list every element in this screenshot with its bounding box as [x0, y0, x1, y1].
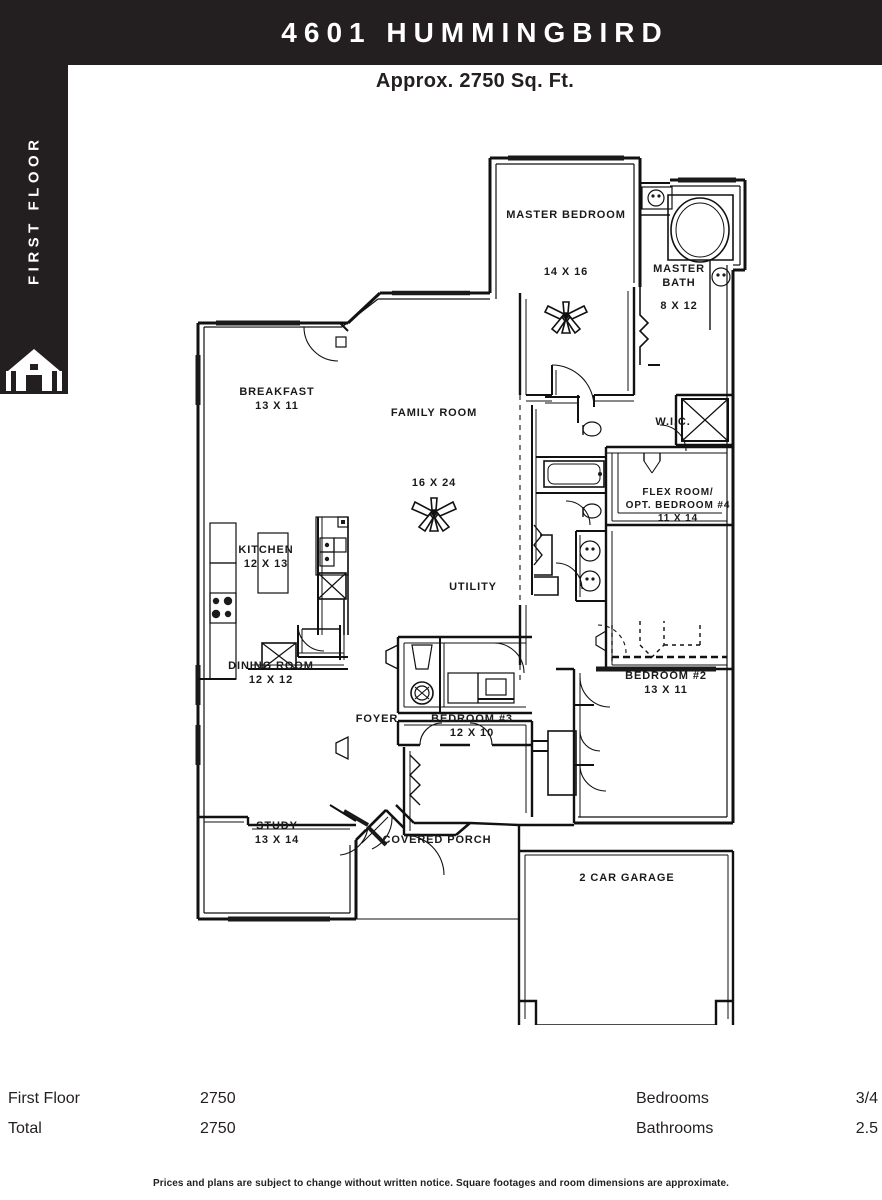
table-row: First Floor 2750 Bedrooms 3/4: [0, 1090, 882, 1120]
room-name: MASTER: [653, 263, 705, 275]
header-bar: 4601 HUMMINGBIRD: [0, 0, 882, 65]
spec-value-bathrooms: 2.5: [855, 1120, 878, 1137]
room-label-family-room: FAMILY ROOM: [391, 406, 477, 420]
room-label-utility: UTILITY: [449, 580, 497, 594]
room-dim-family-room: 16 X 24: [412, 476, 456, 490]
floor-plan-drawing: [195, 155, 747, 1025]
spec-label-first-floor: First Floor: [8, 1090, 80, 1107]
room-label-flex-room: FLEX ROOM/ OPT. BEDROOM #4 11 X 14: [626, 487, 731, 525]
room-label-bedroom-2: BEDROOM #2 13 X 11: [625, 669, 707, 697]
room-dim-master-bedroom: 14 X 16: [544, 265, 588, 279]
spec-label-total: Total: [8, 1120, 42, 1137]
room-label-dining-room: DINING ROOM 12 X 12: [228, 659, 314, 687]
room-name: FAMILY ROOM: [390, 407, 478, 419]
spec-value-bedrooms: 3/4: [855, 1090, 878, 1107]
room-dimension: 13 X 11: [255, 400, 299, 413]
room-name-line2: OPT. BEDROOM #4: [625, 499, 731, 511]
room-dimension: 13 X 11: [644, 684, 688, 697]
room-name: UTILITY: [449, 581, 497, 593]
room-dimension: 8 X 12: [660, 300, 698, 312]
room-label-covered-porch: COVERED PORCH: [383, 833, 492, 847]
room-name: W.I.C.: [655, 416, 691, 428]
room-label-master-bedroom: MASTER BEDROOM: [506, 208, 626, 222]
spec-value-total: 2750: [200, 1120, 236, 1137]
page-title: 4601 HUMMINGBIRD: [281, 16, 669, 48]
spec-label-bathrooms: Bathrooms: [636, 1120, 714, 1137]
room-name: BEDROOM #3: [431, 713, 513, 725]
spec-label-bedrooms: Bedrooms: [636, 1090, 709, 1107]
room-dimension: 12 X 13: [243, 558, 289, 571]
room-dim-master-bath: 8 X 12: [660, 299, 697, 313]
room-label-kitchen: KITCHEN 12 X 13: [238, 543, 293, 571]
table-row: Total 2750 Bathrooms 2.5: [0, 1120, 882, 1150]
room-name: BREAKFAST: [239, 386, 315, 398]
room-dimension: 14 X 16: [543, 266, 589, 278]
spec-table: First Floor 2750 Bedrooms 3/4 Total 2750…: [0, 1090, 882, 1155]
room-label-garage: 2 CAR GARAGE: [579, 871, 674, 885]
spec-value-first-floor: 2750: [200, 1090, 236, 1107]
house-icon: [6, 349, 62, 391]
room-label-study: STUDY 13 X 14: [255, 819, 299, 847]
room-dimension: 11 X 14: [657, 512, 699, 524]
room-dimension: 16 X 24: [411, 477, 457, 489]
room-label-wic: W.I.C.: [655, 415, 690, 429]
room-name: MASTER BEDROOM: [506, 209, 626, 221]
disclaimer-text: Prices and plans are subject to change w…: [152, 1178, 730, 1189]
room-dimension: 12 X 12: [248, 674, 294, 687]
room-label-master-bath: MASTER BATH: [653, 262, 705, 290]
room-label-bedroom-3: BEDROOM #3 12 X 10: [431, 712, 513, 740]
room-dimension: 13 X 14: [254, 834, 300, 847]
room-name: COVERED PORCH: [382, 834, 492, 846]
room-name: STUDY: [256, 820, 298, 832]
room-name: 2 CAR GARAGE: [579, 872, 675, 884]
room-label-foyer: FOYER: [356, 712, 398, 726]
room-name-line2: BATH: [662, 277, 696, 290]
room-name: BEDROOM #2: [625, 670, 707, 682]
sidebar: FIRST FLOOR: [0, 65, 68, 394]
room-name: DINING ROOM: [228, 660, 314, 672]
room-name: FLEX ROOM/: [642, 487, 714, 498]
room-dimension: 12 X 10: [449, 727, 495, 740]
room-name: KITCHEN: [238, 544, 294, 556]
room-label-breakfast: BREAKFAST 13 X 11: [239, 385, 314, 413]
page-subtitle: Approx. 2750 Sq. Ft.: [375, 70, 575, 92]
room-name: FOYER: [355, 713, 399, 725]
